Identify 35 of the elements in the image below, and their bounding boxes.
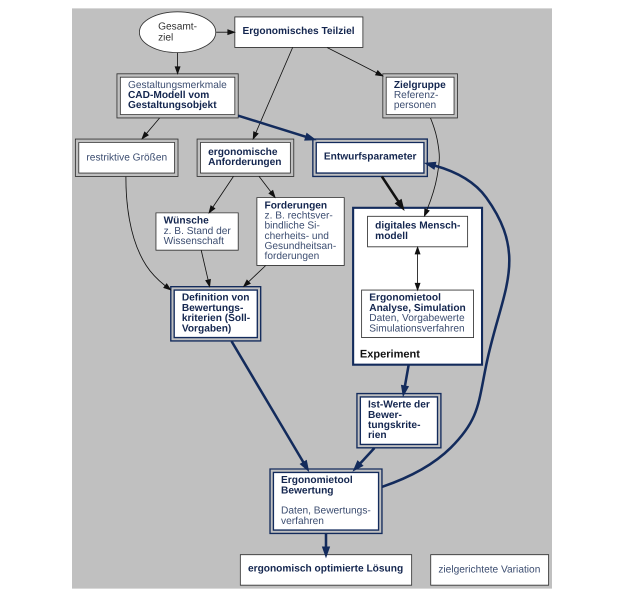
node-box: Definition von Bewertungs- kriterien (Soll- Vorgaben) <box>170 286 262 342</box>
arrow <box>141 118 160 140</box>
node-box: Ergonomisches Teilziel <box>234 16 364 48</box>
node-box: Zielgruppe Referenz- personen <box>382 73 458 118</box>
node-box: ergonomische Anforderungen <box>196 138 294 177</box>
arrow <box>414 246 421 292</box>
node-box: Forderungen z. B. rechtsver- bindliche Si- cherheits- und Gesundheitsan- forderungen <box>256 197 345 266</box>
arrow <box>216 29 236 36</box>
arrow <box>200 250 211 288</box>
arrow <box>230 340 310 472</box>
node-box: Ergonomietool Bewertung Daten, Bewertungs- verfahren <box>269 468 383 534</box>
arrow <box>174 52 181 75</box>
arrow <box>352 447 376 472</box>
arrow <box>252 47 294 140</box>
arrow <box>242 265 266 288</box>
node-box: restriktive Größen <box>74 138 178 177</box>
arrow <box>424 118 440 218</box>
arrow <box>380 176 405 211</box>
arrow <box>400 364 410 398</box>
node-box: Wünsche z. B. Stand der Wissenschaft <box>156 212 239 251</box>
node-box: Ist-Werte der Bewer- tungskrite- rien <box>356 392 442 448</box>
node-box: Entwurfsparameter <box>312 138 428 178</box>
node-box: digitales Mensch- modell <box>367 216 468 248</box>
node-box: Ergonomietool Analyse, Simulation Daten, Vorgabewerte Simulationsverfahren <box>361 290 474 338</box>
arrow <box>322 534 330 558</box>
arrow <box>382 162 511 488</box>
node-box: zielgerichtete Variation <box>430 554 550 586</box>
arrow <box>125 176 172 291</box>
arrow <box>258 176 276 198</box>
arrow <box>208 176 234 214</box>
node-box: ergonomisch optimierte Lösung <box>240 554 412 586</box>
node-ellipse: Gesamt- ziel <box>138 11 216 54</box>
arrow <box>326 47 384 76</box>
node-box: Gestaltungsmerkmale CAD-Modell vom Gestaltungsobjekt <box>116 73 239 118</box>
arrow <box>238 114 317 141</box>
